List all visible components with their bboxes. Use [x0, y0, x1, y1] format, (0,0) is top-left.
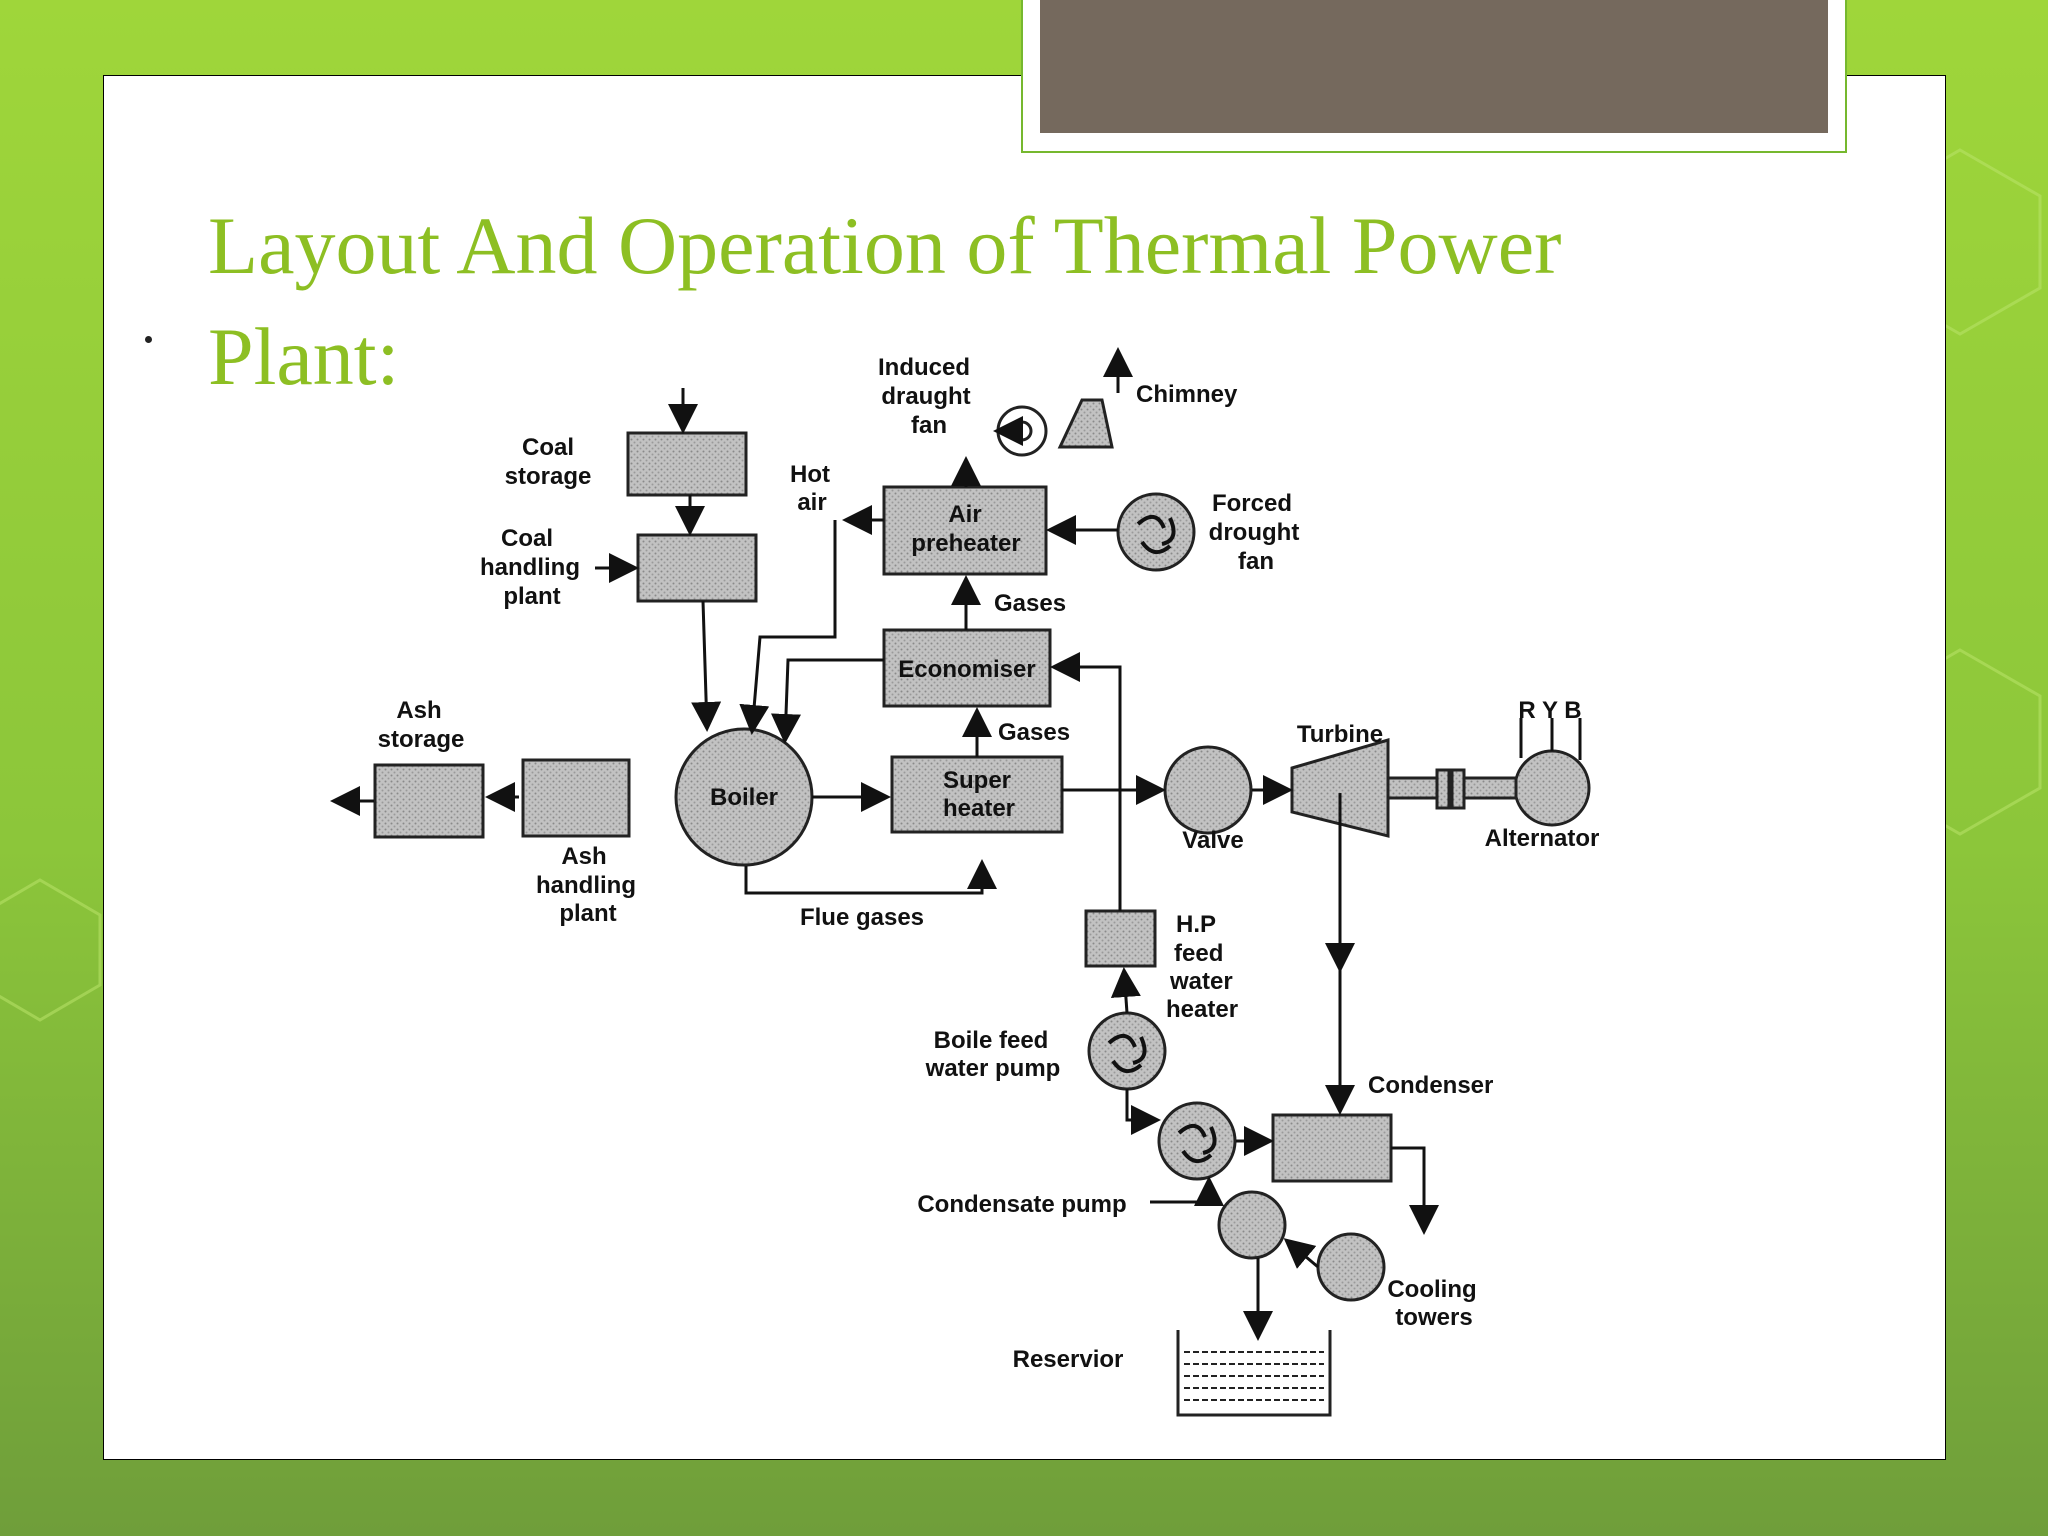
forced-draught-fan [1116, 492, 1196, 572]
label-coal-handling-3: plant [503, 583, 560, 610]
label-hot-air-1: Hot [790, 461, 830, 488]
label-coal-handling-2: handling [480, 554, 580, 581]
label-ryb: R Y B [1518, 697, 1581, 724]
label-boiler: Boiler [710, 784, 778, 811]
label-ash-handling-1: Ash [561, 843, 606, 870]
label-ash-storage-2: storage [378, 726, 465, 753]
label-condenser: Condenser [1368, 1072, 1493, 1099]
bullet-dot [145, 336, 152, 343]
label-gases-1: Gases [994, 590, 1066, 617]
label-coal-storage-1: Coal [522, 434, 574, 461]
header-tab-fill [1040, 0, 1828, 133]
label-forced-fan-2: drought [1209, 519, 1300, 546]
label-induced-fan-1: Induced [878, 354, 970, 381]
induced-draught-fan [996, 405, 1048, 457]
label-hp-heater-4: heater [1166, 996, 1238, 1023]
label-super-heater-2: heater [943, 795, 1015, 822]
label-gases-2: Gases [998, 719, 1070, 746]
condensate-pump-circle [1217, 1190, 1287, 1260]
label-cooling-towers-2: towers [1395, 1304, 1472, 1331]
label-ash-handling-2: handling [536, 872, 636, 899]
label-forced-fan-1: Forced [1212, 490, 1292, 517]
boiler-feed-pump [1087, 1011, 1167, 1091]
condenser-box [1271, 1113, 1393, 1183]
coal-handling-box [636, 533, 758, 603]
label-ash-storage-1: Ash [396, 697, 441, 724]
coupling-2 [1450, 768, 1466, 810]
flow-lines [330, 388, 1439, 1341]
ash-storage-box [373, 763, 485, 839]
chimney-shape [1057, 398, 1114, 449]
cooling-pump-circle [1316, 1232, 1386, 1302]
slide-title: Layout And Operation of Thermal Power Pl… [208, 190, 1808, 412]
title-line-1: Layout And Operation of Thermal Power [208, 200, 1562, 291]
label-boiler-pump-2: water pump [925, 1055, 1061, 1082]
alternator-circle [1513, 749, 1591, 827]
label-coal-storage-2: storage [505, 463, 592, 490]
label-ash-handling-3: plant [559, 900, 616, 927]
ash-handling-box [521, 758, 631, 838]
label-valve: Valve [1182, 827, 1243, 854]
label-induced-fan-2: draught [881, 383, 970, 410]
label-flue-gases: Flue gases [800, 904, 924, 931]
label-cooling-towers-1: Cooling [1387, 1276, 1476, 1303]
label-hp-heater-2: feed [1174, 940, 1223, 967]
label-turbine: Turbine [1297, 721, 1383, 748]
super-heater-box [890, 755, 1064, 834]
title-line-2: Plant: [208, 311, 400, 402]
economiser-box [882, 628, 1052, 708]
label-chimney: Chimney [1136, 381, 1238, 408]
label-economiser: Economiser [898, 656, 1035, 683]
label-coal-handling-1: Coal [501, 525, 553, 552]
label-boiler-pump-1: Boile feed [934, 1027, 1049, 1054]
hp-heater-box [1084, 909, 1157, 968]
label-hp-heater-1: H.P [1176, 911, 1216, 938]
reservoir-tank [1176, 1330, 1332, 1417]
label-induced-fan-3: fan [911, 412, 947, 439]
label-condensate-pump: Condensate pump [917, 1191, 1126, 1218]
label-reservoir: Reservior [1013, 1346, 1124, 1373]
label-air-preheater-1: Air [948, 501, 981, 528]
coupling [1435, 768, 1451, 810]
label-alternator: Alternator [1485, 825, 1600, 852]
condensate-pump [1157, 1101, 1237, 1181]
label-hot-air-2: air [797, 489, 826, 516]
valve-circle [1163, 745, 1253, 835]
label-forced-fan-3: fan [1238, 548, 1274, 575]
coal-storage-box [626, 431, 748, 497]
label-hp-heater-3: water [1169, 968, 1233, 995]
label-air-preheater-2: preheater [911, 530, 1020, 557]
label-super-heater-1: Super [943, 767, 1011, 794]
